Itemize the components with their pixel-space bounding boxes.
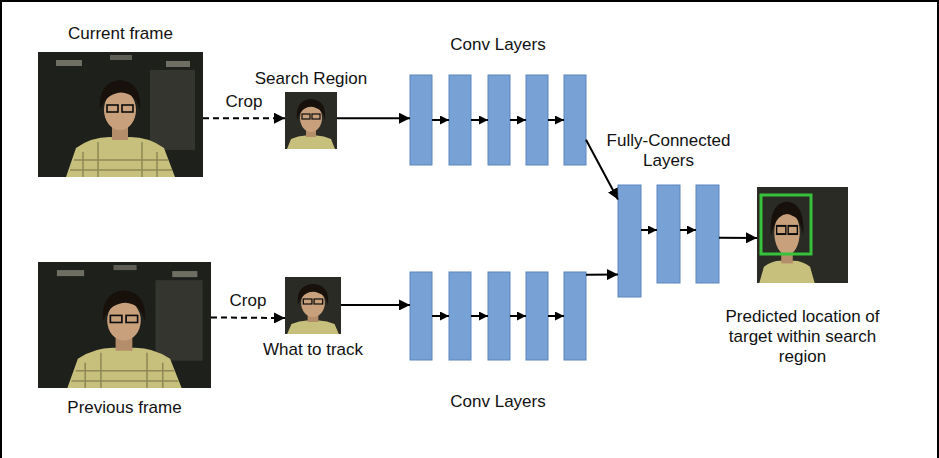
conv-layer-bar bbox=[526, 75, 548, 165]
node-label: Current frame bbox=[68, 24, 173, 44]
input-frame: Current frame bbox=[38, 52, 203, 177]
conv-layer-bars bbox=[410, 75, 719, 360]
fc-layer-bar bbox=[696, 185, 719, 283]
conv-layer-bar bbox=[564, 75, 586, 165]
target-crop-photo bbox=[285, 277, 341, 334]
input-frame: Previous frame bbox=[38, 262, 211, 388]
conv-layer-bar bbox=[410, 75, 432, 165]
flow-arrow bbox=[586, 274, 618, 276]
node-label: What to track bbox=[263, 340, 363, 360]
flow-arrow bbox=[211, 316, 285, 319]
layer-arrow bbox=[432, 119, 449, 121]
node-label-group: What to track bbox=[263, 340, 363, 360]
current-frame-photo bbox=[38, 52, 203, 177]
cropped-region: Search Region bbox=[285, 92, 337, 149]
fc-layer-bar bbox=[657, 185, 680, 283]
flow-arrow bbox=[203, 117, 285, 119]
node-label: Search Region bbox=[255, 69, 367, 89]
layer-arrow bbox=[548, 315, 564, 317]
layer-arrow bbox=[641, 229, 657, 231]
flow-arrow bbox=[719, 237, 757, 239]
conv-layer-bar bbox=[564, 272, 586, 360]
node-label: Fully-Connected Layers bbox=[594, 131, 744, 171]
search-region-photo bbox=[285, 92, 337, 149]
output-photo bbox=[757, 190, 817, 283]
node-label: Conv Layers bbox=[450, 392, 545, 412]
conv-layer-bar bbox=[488, 75, 510, 165]
node-label-group: Predicted location of target within sear… bbox=[720, 307, 885, 367]
fc-layer-stack: Fully-Connected Layers bbox=[618, 185, 719, 297]
node-label: Previous frame bbox=[67, 398, 181, 418]
cropped-region: What to track bbox=[285, 277, 341, 334]
layer-arrow bbox=[510, 119, 526, 121]
conv-layer-bar bbox=[410, 272, 432, 360]
layer-arrow bbox=[471, 315, 488, 317]
edge-label: Crop bbox=[223, 92, 266, 112]
node-label: Conv Layers bbox=[450, 35, 545, 55]
layer-arrow bbox=[548, 119, 564, 121]
previous-frame-photo bbox=[38, 262, 211, 388]
layer-arrow bbox=[510, 315, 526, 317]
conv-layer-bar bbox=[449, 272, 471, 360]
conv-layer-stack: Conv Layers bbox=[410, 75, 586, 165]
node-label-group: Conv Layers bbox=[450, 35, 545, 55]
edge-label: Crop bbox=[227, 291, 270, 311]
conv-layer-bar bbox=[488, 272, 510, 360]
flow-arrow bbox=[341, 304, 410, 306]
node-label-group: Fully-Connected Layers bbox=[594, 131, 744, 171]
node-label: Predicted location of target within sear… bbox=[720, 307, 885, 367]
output-frame: Predicted location of target within sear… bbox=[757, 187, 848, 283]
layer-arrow bbox=[471, 119, 488, 121]
output-photo-background bbox=[757, 187, 848, 283]
node-label-group: Current frame bbox=[68, 24, 173, 44]
layer-arrow bbox=[432, 315, 449, 317]
node-label-group: Previous frame bbox=[67, 398, 181, 418]
fc-layer-bar bbox=[618, 185, 641, 297]
node-label-group: Search Region bbox=[255, 69, 367, 89]
layer-arrow bbox=[680, 229, 696, 231]
conv-layer-stack: Conv Layers bbox=[410, 272, 586, 360]
node-label-group: Conv Layers bbox=[450, 392, 545, 412]
flow-arrow bbox=[337, 117, 410, 119]
conv-layer-bar bbox=[526, 272, 548, 360]
predicted-box bbox=[761, 195, 811, 254]
conv-layer-bar bbox=[449, 75, 471, 165]
